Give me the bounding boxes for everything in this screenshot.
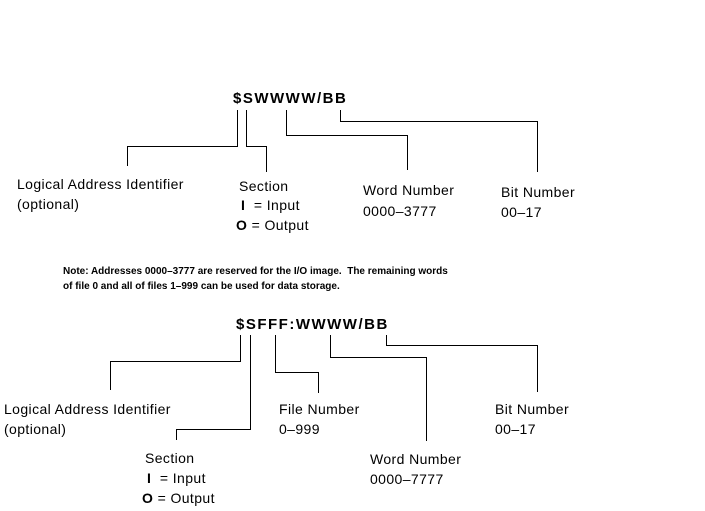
leader-word-1 [286,110,408,170]
note-line-2: of file 0 and all of files 1–999 can be … [63,281,340,292]
section-input-2: I = Input [147,470,206,486]
leader-logical-address-1 [127,110,238,166]
logical-address-label-1: Logical Address Identifier [17,176,184,192]
section-input-text-2: = Input [159,470,206,486]
logical-address-label-2: Logical Address Identifier [4,401,171,417]
leader-logical-address-2 [110,335,241,390]
file-label-2: File Number [279,401,360,417]
section-output-key-1: O [236,217,248,233]
bit-range-2: 00–17 [495,421,536,437]
section-input-key-1: I [241,197,246,213]
section-output-key-2: O [142,490,154,506]
leader-section-2 [176,335,251,440]
section-output-text-1: = Output [251,217,309,233]
leader-bit-1 [340,110,538,172]
section-label-2: Section [145,450,195,466]
bit-label-1: Bit Number [501,184,576,200]
leader-bit-2 [386,335,538,392]
address-format-1: $SWWWW/BB [233,90,348,107]
word-range-2: 0000–7777 [370,471,444,487]
section-output-1: O = Output [236,217,309,233]
note-line-1: Note: Addresses 0000–3777 are reserved f… [63,266,448,277]
bit-label-2: Bit Number [495,401,570,417]
file-range-2: 0–999 [279,421,320,437]
section-label-1: Section [239,178,289,194]
word-label-1: Word Number [363,182,455,198]
word-label-2: Word Number [370,451,462,467]
section-input-1: I = Input [241,197,300,213]
section-input-text-1: = Input [253,197,300,213]
section-output-text-2: = Output [157,490,215,506]
leader-file-2 [275,335,319,393]
section-input-key-2: I [147,470,152,486]
word-range-1: 0000–3777 [363,203,437,219]
leader-section-1 [246,110,267,172]
leader-word-2 [330,335,427,441]
address-format-2: $SFFF:WWWW/BB [236,316,389,333]
section-output-2: O = Output [142,490,215,506]
logical-address-sub-1: (optional) [17,196,80,212]
bit-range-1: 00–17 [501,204,542,220]
logical-address-sub-2: (optional) [4,421,67,437]
